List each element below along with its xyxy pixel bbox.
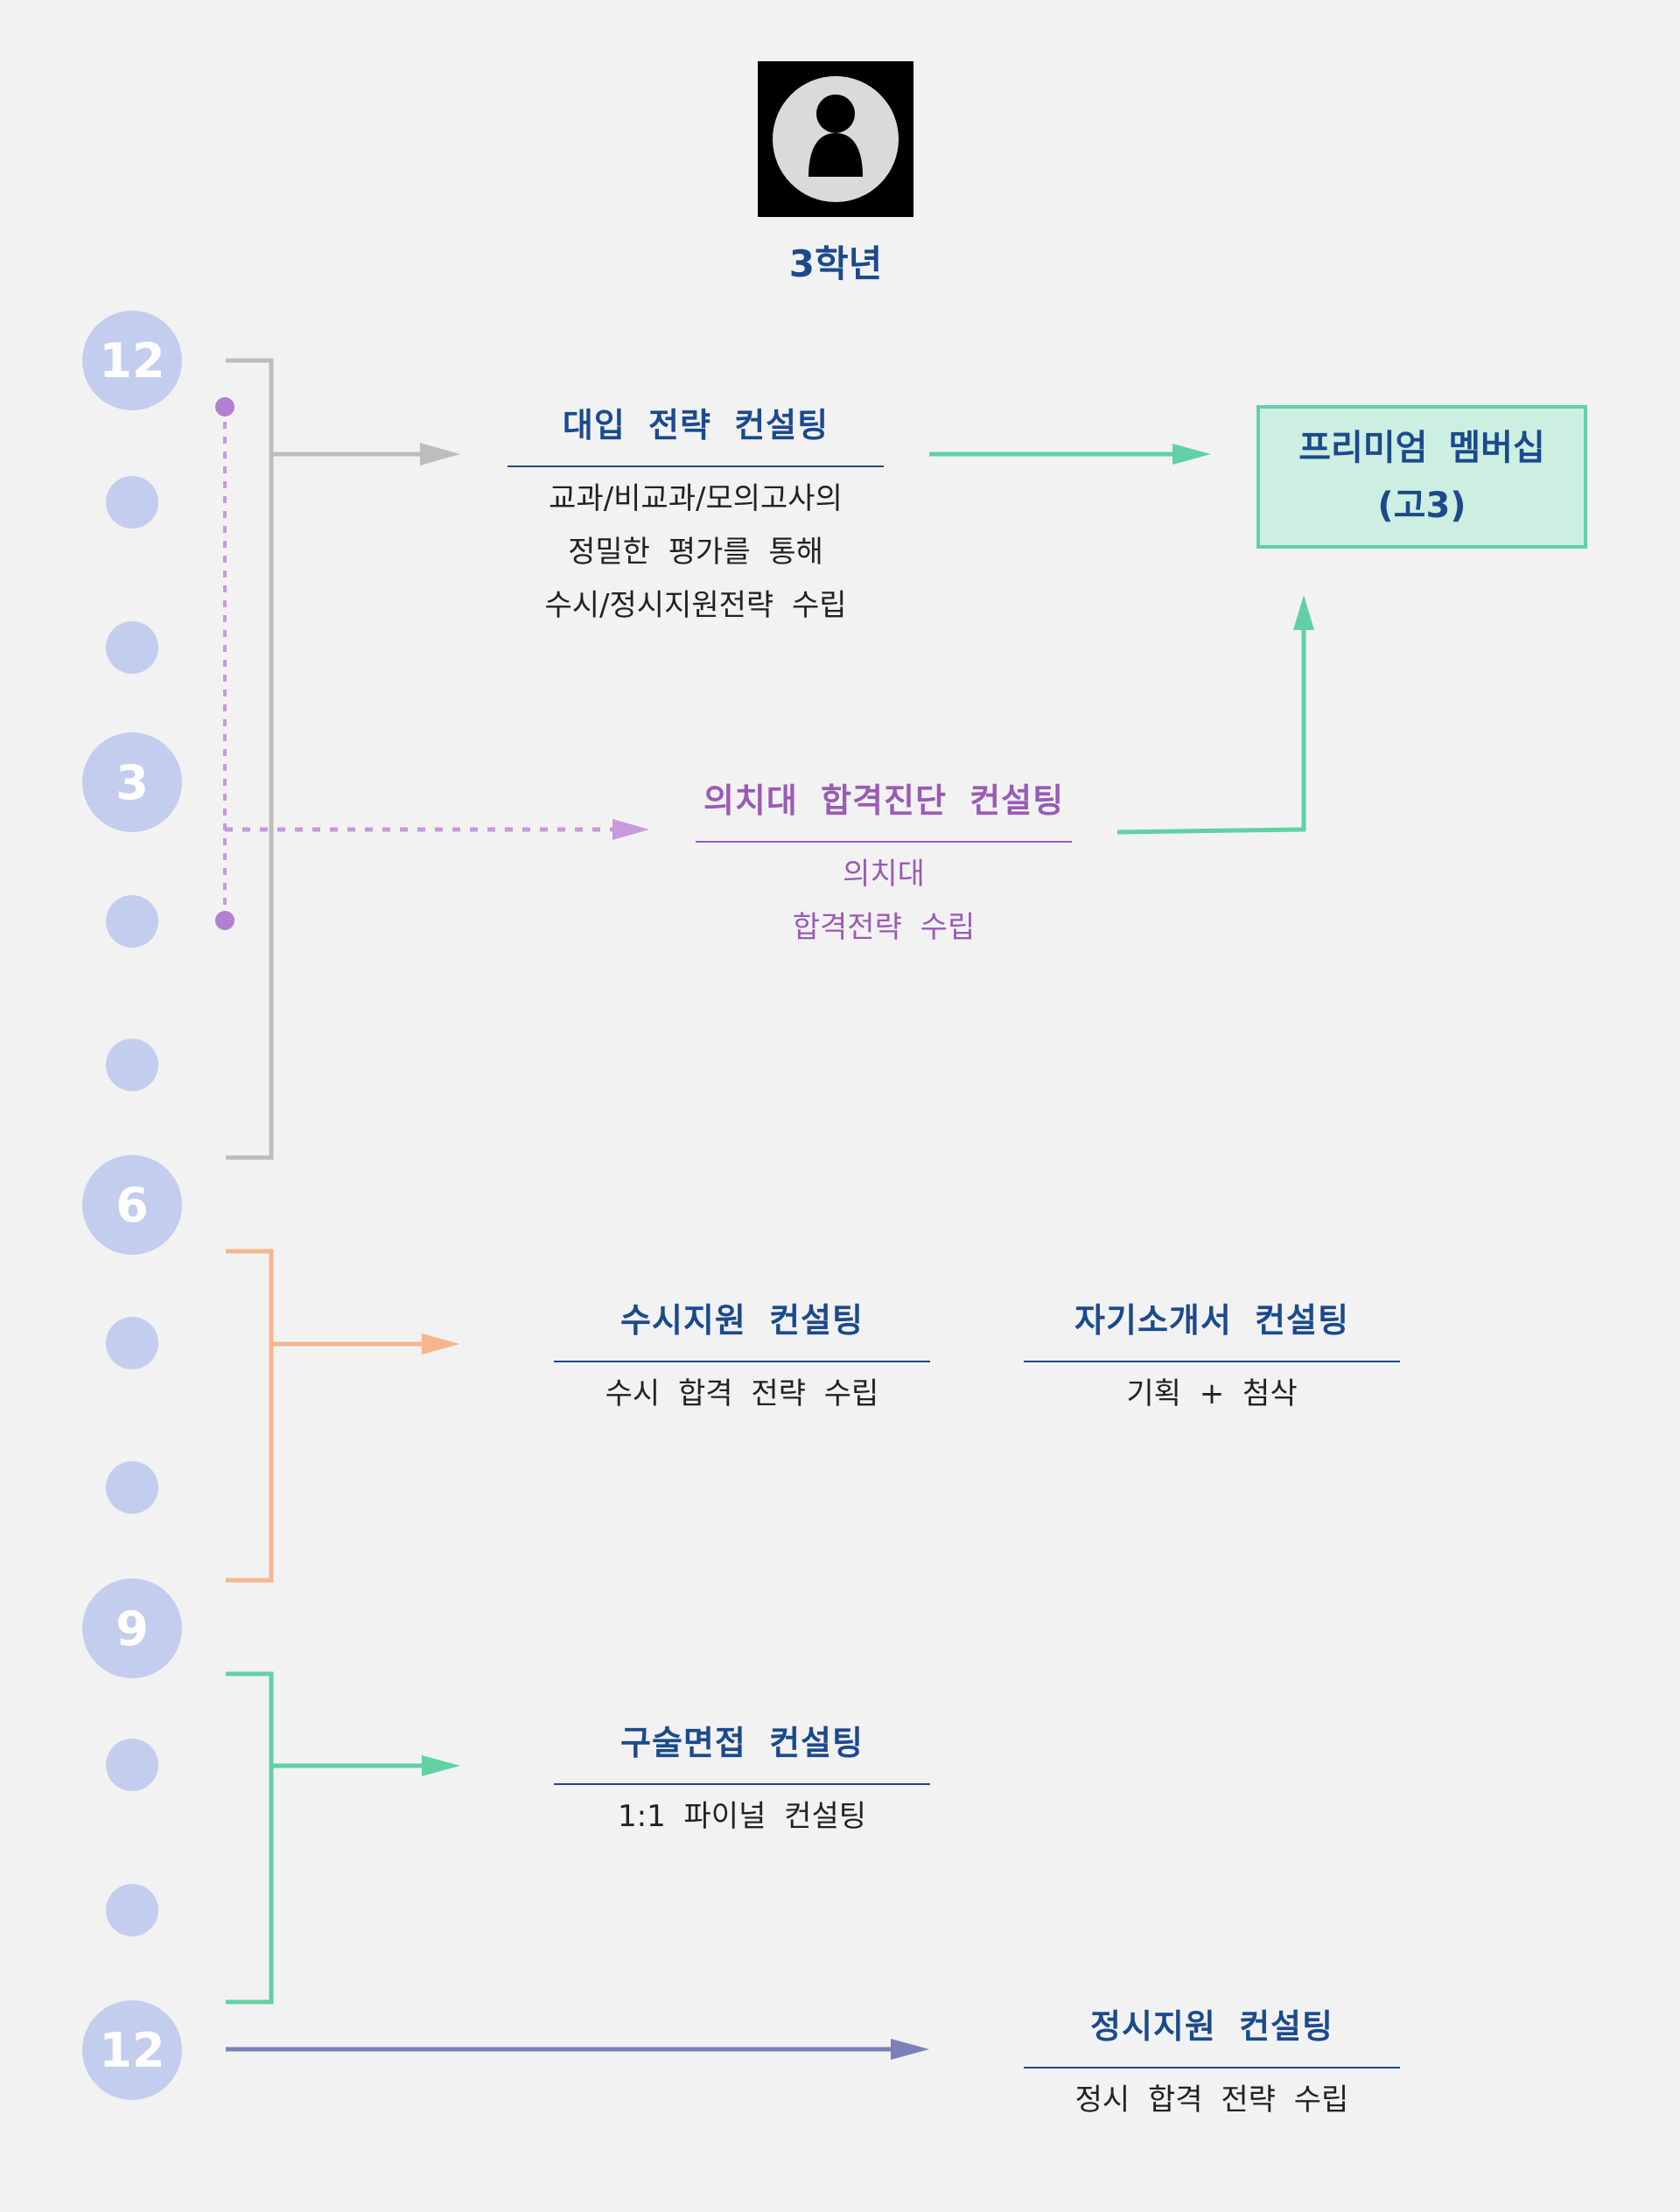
premium-line: 프리미엄 멤버십 — [1298, 428, 1545, 468]
avatar — [758, 61, 914, 217]
node-desc: 1:1 파이널 컨설팅 — [617, 1799, 866, 1834]
timeline-dot — [106, 1317, 158, 1369]
node-rule — [554, 1361, 930, 1362]
node-desc: 정시 합격 전략 수립 — [1074, 2082, 1349, 2118]
month-circle: 12 — [82, 311, 182, 410]
month-circle: 3 — [82, 732, 182, 832]
timeline-dot — [106, 1739, 158, 1791]
node-jeongsi: 정시지원 컨설팅 정시 합격 전략 수립 — [1024, 1999, 1400, 2127]
node-self-intro: 자기소개서 컨설팅 기획 + 첨삭 — [1024, 1293, 1400, 1421]
arrow-green-premium — [1172, 444, 1211, 465]
timeline-dot — [106, 1884, 158, 1936]
arrow-gray — [420, 443, 460, 466]
month-circle: 12 — [82, 2000, 182, 2100]
timeline-dot — [106, 1039, 158, 1091]
arrow-green-up — [1293, 595, 1314, 630]
arrow-green — [422, 1755, 460, 1776]
premium-line: (고3) — [1377, 486, 1466, 526]
node-desc: 의치대 합격전략 수립 — [696, 848, 1072, 955]
desc-line: 수시/정시지원전략 수립 — [544, 588, 847, 623]
desc-line: 정밀한 평가를 통해 — [568, 535, 823, 570]
node-rule — [1024, 2067, 1400, 2068]
bracket-orange — [226, 1249, 274, 1583]
node-title: 대입 전략 컨설팅 — [562, 406, 830, 444]
node-admission-strategy: 대입 전략 컨설팅 교과/비교과/모의고사의 정밀한 평가를 통해 수시/정시지… — [508, 398, 884, 633]
node-desc: 수시 합격 전략 수립 — [605, 1376, 879, 1411]
desc-line: 합격전략 수립 — [792, 910, 976, 945]
timeline-dot — [106, 895, 158, 948]
arrow-slate — [891, 2039, 929, 2060]
node-rule — [508, 466, 884, 467]
node-susi: 수시지원 컨설팅 수시 합격 전략 수립 — [554, 1293, 930, 1421]
node-desc: 기획 + 첨삭 — [1126, 1376, 1298, 1411]
desc-line: 의치대 — [843, 857, 925, 892]
node-title: 의치대 합격진단 컨설팅 — [703, 781, 1065, 820]
grade-label: 3학년 — [788, 242, 883, 285]
desc-line: 교과/비교과/모의고사의 — [549, 481, 843, 516]
bracket-gray — [226, 358, 274, 1160]
timeline-dot — [106, 476, 158, 528]
arrow-orange — [422, 1334, 460, 1354]
premium-membership-box: 프리미엄 멤버십 (고3) — [1256, 405, 1587, 549]
node-medical-diagnosis: 의치대 합격진단 컨설팅 의치대 합격전략 수립 — [696, 774, 1072, 955]
node-title: 자기소개서 컨설팅 — [1074, 1301, 1349, 1340]
node-title: 수시지원 컨설팅 — [620, 1301, 864, 1340]
node-desc: 교과/비교과/모의고사의 정밀한 평가를 통해 수시/정시지원전략 수립 — [477, 472, 914, 633]
arrow-purple — [612, 819, 649, 840]
node-interview: 구술면접 컨설팅 1:1 파이널 컨설팅 — [554, 1716, 930, 1844]
bracket-green — [226, 1671, 274, 2005]
node-title: 구술면접 컨설팅 — [620, 1724, 864, 1762]
node-rule — [1024, 1361, 1400, 1362]
node-title: 정시지원 컨설팅 — [1090, 2007, 1334, 2046]
month-circle: 9 — [82, 1578, 182, 1678]
month-circle: 6 — [82, 1155, 182, 1255]
person-icon — [773, 76, 899, 202]
timeline-dot — [106, 1461, 158, 1514]
node-rule — [696, 841, 1072, 843]
timeline-dot — [106, 621, 158, 674]
node-rule — [554, 1783, 930, 1785]
